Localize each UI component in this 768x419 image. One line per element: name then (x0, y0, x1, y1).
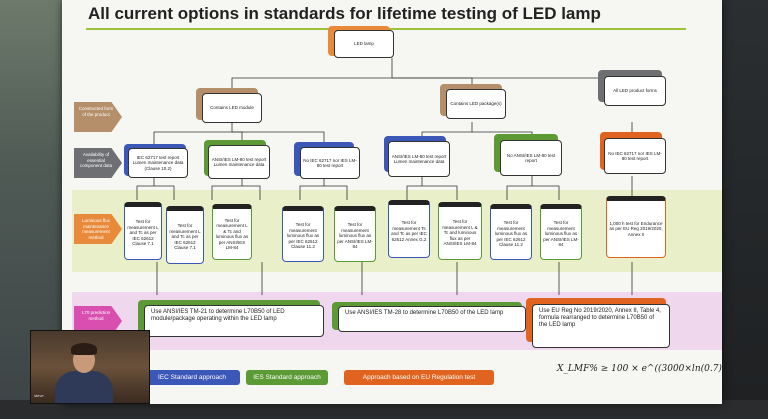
legend-ies: IES Standard approach (246, 370, 328, 385)
presenter-hair (71, 343, 97, 355)
lm80-report-module-box: ANSI/IES LM-80 test report Lumen mainten… (208, 145, 270, 179)
ies-lm84-test-box-1: Test for measurement L & Tc and luminous… (212, 204, 252, 260)
row-label-form: Constructed form of the product (74, 102, 122, 132)
led-package-box: Contains LED package(s) (446, 89, 506, 119)
no-report-module-box: No IEC 62717 nor IES LM-80 test report (300, 147, 360, 179)
iec-62717-report-box: IEC 62717 test report Lumen maintenance … (128, 148, 188, 178)
eu-endurance-test-box: 1,000 h test for Endurance as per EU Reg… (606, 196, 666, 258)
iec-flux-test-box-2: Test for measurement luminous flux as pe… (490, 204, 532, 260)
lm80-report-package-box: ANSI/IES LM-80 test report Lumen mainten… (388, 141, 450, 177)
presenter-torso (55, 371, 113, 403)
ies-lm84-test-box-2: Test for measurement L & Tc and luminous… (438, 202, 482, 260)
iec-flux-test-box-1: Test for measurement luminous flux as pe… (282, 206, 324, 262)
presentation-slide: All current options in standards for lif… (62, 0, 722, 404)
eu-prediction-box: Use EU Reg No 2019/2020, Annex II, Table… (532, 304, 670, 348)
room-floor (0, 400, 768, 419)
legend-iec: IEC Standard approach (144, 370, 240, 385)
ies-lm84-flux-box-1: Test for measurement luminous flux as pe… (334, 206, 376, 262)
no-report-all-forms-box: No IEC 62717 nor IES LM-80 test report (604, 138, 666, 174)
slide-title: All current options in standards for lif… (88, 4, 601, 23)
connector-lines (136, 58, 633, 295)
iec-test-box-1: Test for measurement L and Tc as per IEC… (124, 202, 162, 260)
legend-eu: Approach based on EU Regulation test (344, 370, 494, 385)
presenter-webcam: steve (30, 330, 150, 404)
room-wall-right (720, 0, 768, 419)
all-forms-box: All LED product forms (604, 76, 666, 106)
eu-formula: X_LMF% ≥ 100 × e^((3000×ln(0.7))/L70B50) (557, 364, 722, 374)
led-module-box: Contains LED module (202, 93, 262, 123)
ies-lm84-flux-box-2: Test for measurement luminous flux as pe… (540, 204, 582, 260)
root-lamp-box: LED lamp (334, 30, 394, 58)
row-label-data: Availability of essential component data (74, 148, 122, 178)
no-lm80-report-box: No ANSI/IES LM-80 test report (500, 140, 562, 176)
iec-test-box-2: Test for measurement L and Tc as per IEC… (166, 206, 204, 264)
row-label-measurement: Luminous flux maintenance measurement me… (74, 214, 122, 244)
tm28-prediction-box: Use ANSI/IES TM-28 to determine L70B50 o… (338, 306, 526, 332)
tm21-prediction-box: Use ANSI/IES TM-21 to determine L70B50 o… (144, 305, 324, 337)
webcam-name-label: steve (34, 393, 44, 398)
iec-annex-g2-box: Test for measurement Ts and Tc as per IE… (388, 200, 430, 258)
